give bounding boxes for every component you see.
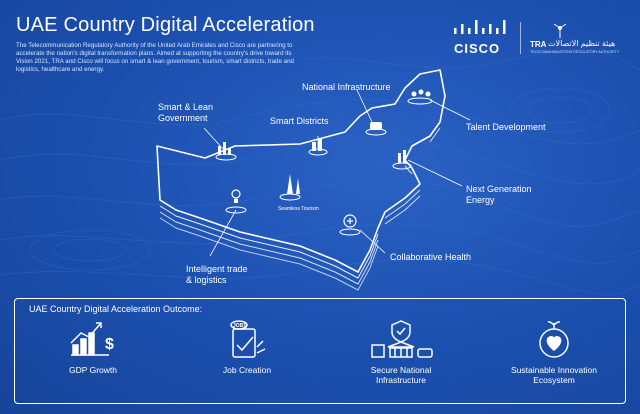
logo-divider — [520, 22, 521, 54]
outcome-label-sustainable-line1: Sustainable Innovation — [510, 365, 597, 375]
label-next-generation-line2: Energy — [466, 195, 495, 205]
label-smart-government-line1: Smart & Lean — [158, 102, 214, 112]
label-national-infrastructure: National Infrastructure — [302, 82, 391, 92]
outcome-label-sustainable-line2: Ecosystem — [533, 375, 575, 385]
outcome-panel: UAE Country Digital Acceleration Outcome… — [14, 298, 626, 404]
outcome-sustainable-innovation: Sustainable Innovation Ecosystem — [489, 319, 619, 399]
svg-text:JOBS: JOBS — [233, 323, 247, 329]
label-next-generation-line1: Next Generation — [466, 184, 532, 194]
outcome-label-secure-line1: Secure National — [370, 365, 432, 375]
jobs-clipboard-icon: JOBS — [230, 320, 266, 358]
outcome-secure-infrastructure: Secure National Infrastructure — [341, 319, 461, 399]
logo-area: CISCO TRA هيئة تنظيم الاتصالات TELECOMMU… — [448, 20, 628, 60]
heart-sprout-icon — [539, 321, 569, 358]
secure-building-icon — [371, 320, 433, 358]
outcome-job-creation: JOBS Job Creation — [187, 319, 307, 399]
intro-text: The Telecommunication Regulatory Authori… — [16, 42, 294, 73]
cisco-logo-icon — [454, 20, 506, 34]
cisco-wordmark: CISCO — [454, 41, 501, 56]
outcome-title: UAE Country Digital Acceleration Outcome… — [29, 304, 203, 314]
svg-text:$: $ — [105, 336, 114, 353]
outcome-label-secure-line2: Infrastructure — [375, 375, 427, 385]
tra-logo-icon — [553, 23, 567, 38]
tra-wordmark: TRA — [530, 40, 547, 49]
outcome-label-gdp: GDP Growth — [68, 365, 118, 375]
page-title: UAE Country Digital Acceleration — [16, 14, 315, 36]
label-intelligent-trade-line2: & logistics — [186, 275, 227, 285]
label-intelligent-trade-line1: Intelligent trade — [186, 264, 248, 274]
tra-subtitle: TELECOMMUNICATIONS REGULATORY AUTHORITY — [530, 50, 620, 54]
label-collaborative-health: Collaborative Health — [390, 252, 472, 262]
label-talent-development: Talent Development — [466, 122, 546, 132]
uae-map: Smart & Lean Government Smart Districts … — [0, 60, 640, 300]
label-seamless-tourism: Seamless Tourism — [278, 206, 319, 212]
growth-chart-icon: $ — [70, 322, 114, 356]
uae-map-illustration — [156, 69, 471, 291]
outcome-gdp-growth: $ GDP Growth — [33, 319, 153, 399]
outcome-label-jobs: Job Creation — [222, 365, 272, 375]
tra-arabic-name: هيئة تنظيم الاتصالات — [548, 39, 616, 48]
label-smart-districts: Smart Districts — [270, 116, 329, 126]
label-smart-government-line2: Government — [158, 113, 208, 123]
